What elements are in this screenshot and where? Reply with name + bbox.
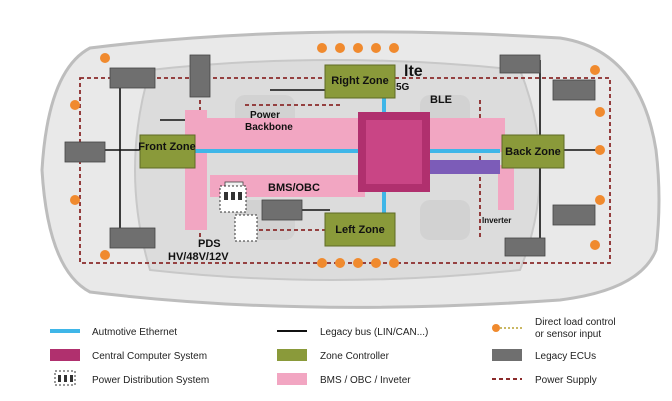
legend-ecu-label: Legacy ECUs (535, 351, 596, 362)
bms-obc-label: BMS/OBC (268, 182, 320, 194)
fiveg-label: 5G (396, 82, 410, 93)
zone-left (324, 212, 396, 247)
pds-label-1: PDS (198, 238, 221, 250)
legend-ecu-swatch (492, 349, 522, 361)
power-backbone (205, 118, 505, 152)
car-seat (420, 200, 470, 240)
bms-obc-block (210, 175, 365, 197)
zone-right (324, 64, 396, 99)
direct-load-dots (70, 43, 605, 268)
central-computer-inner (366, 120, 422, 184)
ble-label: BLE (430, 94, 452, 106)
power-backbone-label-1: Power (250, 110, 280, 121)
zone-front (139, 134, 196, 169)
legend-pds-label: Power Distribution System (92, 375, 209, 386)
inverter-block (498, 165, 514, 210)
power-backbone-label-2: Backbone (245, 122, 293, 133)
legend-direct-load-label-2: or sensor input (535, 329, 601, 340)
zone-back-label: Back Zone (505, 146, 561, 158)
pds-box (234, 214, 258, 242)
legacy-ecus (64, 54, 596, 257)
lte-label: lte (404, 63, 423, 80)
zone-back (501, 134, 565, 169)
pds-label-2: HV/48V/12V (168, 251, 229, 263)
front-pink-block (185, 110, 207, 230)
legend-pds-swatch (54, 370, 76, 386)
zone-right-label: Right Zone (331, 75, 388, 87)
legend-ethernet-label: Autmotive Ethernet (92, 327, 177, 338)
legend-direct-load-swatch (492, 324, 522, 332)
zone-left-label: Left Zone (335, 224, 385, 236)
zone-front-label-1: Front Zone (138, 141, 195, 153)
pds-fuse-icon (219, 185, 247, 213)
legend-zone-label: Zone Controller (320, 351, 390, 362)
legend-direct-load-label-1: Direct load control (535, 317, 616, 328)
legend-legacy-bus-label: Legacy bus (LIN/CAN...) (320, 327, 428, 338)
legend-power-supply-label: Power Supply (535, 375, 597, 386)
legend-central-swatch (50, 349, 80, 361)
legend-bms-label: BMS / OBC / Inveter (320, 375, 411, 386)
legend-central-label: Central Computer System (92, 351, 207, 362)
inverter-label: Inverter (482, 216, 511, 225)
ethernet-purple-link (430, 160, 500, 174)
legend-bms-swatch (277, 373, 307, 385)
legend-zone-swatch (277, 349, 307, 361)
